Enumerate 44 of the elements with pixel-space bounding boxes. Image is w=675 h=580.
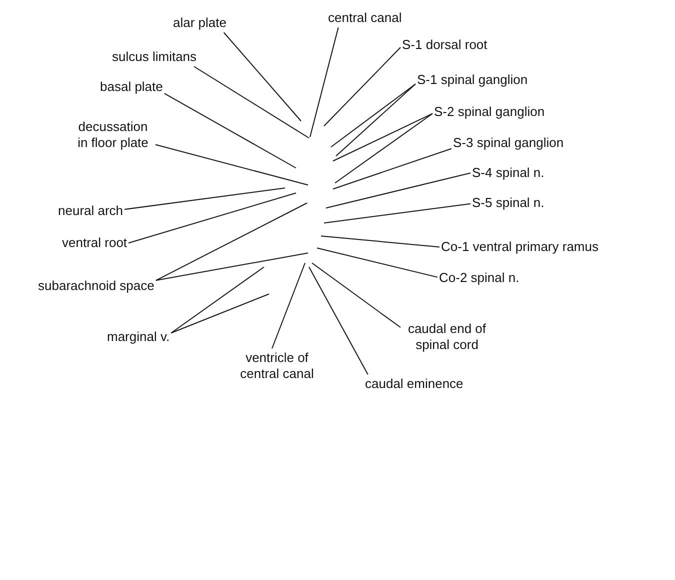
anatomy-label: basal plate (100, 79, 163, 95)
anatomy-label: S-1 dorsal root (402, 37, 488, 53)
anatomy-label: S-3 spinal ganglion (453, 135, 564, 151)
anatomy-label: caudal end of spinal cord (402, 321, 492, 353)
leader-line (330, 84, 416, 148)
leader-line (308, 266, 368, 375)
leader-line (316, 248, 438, 278)
anatomy-label: neural arch (58, 203, 124, 219)
leader-line (170, 266, 264, 334)
leader-line (320, 236, 440, 248)
leader-line (272, 262, 306, 349)
leader-line (170, 294, 270, 334)
leader-line (332, 148, 452, 190)
leader-line (332, 113, 433, 162)
anatomy-label: caudal eminence (365, 376, 464, 392)
anatomy-label: decussation in floor plate (72, 119, 154, 151)
anatomy-label: central canal (328, 10, 402, 26)
leader-line (124, 188, 286, 210)
leader-line (336, 84, 416, 156)
leader-line (128, 192, 296, 244)
anatomy-label: ventral root (62, 235, 128, 251)
leader-line (194, 66, 310, 138)
leader-line (326, 172, 471, 208)
leader-line (324, 203, 471, 224)
anatomy-label: Co-2 spinal n. (439, 270, 520, 286)
leader-line (310, 27, 339, 138)
leader-line (155, 202, 308, 281)
leader-line (312, 262, 401, 328)
anatomy-label: S-1 spinal ganglion (417, 72, 528, 88)
leader-line (164, 92, 296, 168)
leader-line (223, 32, 302, 122)
anatomy-label: marginal v. (107, 329, 170, 345)
leader-line (155, 144, 308, 186)
anatomy-label: ventricle of central canal (235, 350, 319, 382)
anatomy-label: S-2 spinal ganglion (434, 104, 545, 120)
anatomy-label: subarachnoid space (38, 278, 154, 294)
anatomy-label: Co-1 ventral primary ramus (441, 239, 598, 255)
anatomy-label: alar plate (173, 15, 226, 31)
anatomy-label: sulcus limitans (112, 49, 197, 65)
leader-line (324, 46, 401, 126)
anatomy-label: S-5 spinal n. (472, 195, 544, 211)
leader-line (334, 113, 433, 184)
leader-line (155, 252, 308, 281)
anatomy-label: S-4 spinal n. (472, 165, 544, 181)
